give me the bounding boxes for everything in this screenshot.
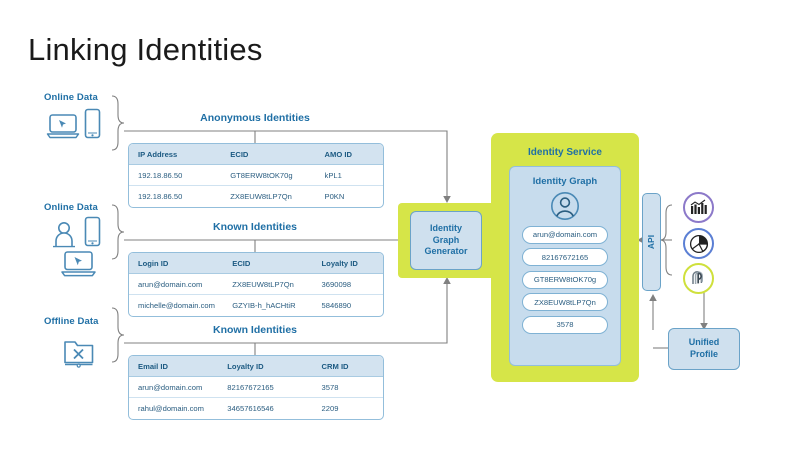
column-header: IP Address <box>138 149 178 159</box>
table-cell: michelle@domain.com <box>138 301 215 310</box>
identity-graph-generator-box: Identity Graph Generator <box>410 211 482 270</box>
table-row: arun@domain.com 82167672165 3578 <box>129 377 383 398</box>
api-label: API <box>646 234 657 250</box>
column-header: Loyalty ID <box>321 258 358 268</box>
source-group-1: Online Data <box>44 92 98 103</box>
column-header: ECID <box>230 149 249 159</box>
table-cell: 3578 <box>321 382 339 392</box>
identity-pill: ZX8EUW8tLP7Qn <box>522 293 608 311</box>
table-caption-2: Known Identities <box>213 221 297 233</box>
table-row: arun@domain.com ZX8EUW8tLP7Qn 3690098 <box>129 274 383 295</box>
identity-pill: GT8ERW8tOK70g <box>522 270 608 289</box>
smartphone-icon <box>84 216 101 247</box>
unified-profile-line-2: Profile <box>689 349 718 359</box>
user-avatar-icon <box>510 191 620 221</box>
laptop-icon <box>46 112 80 140</box>
table-caption-1: Anonymous Identities <box>200 112 310 124</box>
source-group-3: Offline Data <box>44 316 99 327</box>
table-cell: ZX8EUW8tLP7Qn <box>232 279 294 289</box>
source-label-1: Online Data <box>44 92 98 103</box>
table-cell: 5846890 <box>321 301 352 310</box>
table-cell: arun@domain.com <box>138 382 203 392</box>
api-box: API <box>642 193 661 291</box>
table-cell: 3690098 <box>321 279 352 289</box>
table-row: 192.18.86.50 ZX8EUW8tLP7Qn P0KN <box>129 186 383 207</box>
identity-graph-card: Identity Graph arun@domain.com 821676721… <box>509 166 621 366</box>
identity-pill: 3578 <box>522 315 608 334</box>
arrowhead-generator-top <box>443 196 451 203</box>
unified-profile-box: Unified Profile <box>668 328 740 370</box>
table-cell: kPL1 <box>324 170 342 180</box>
table-cell: 192.18.86.50 <box>138 192 183 201</box>
identity-service-title: Identity Service <box>528 147 602 158</box>
pie-chart-icon <box>683 228 714 259</box>
unified-profile-line-1: Unified <box>688 337 720 348</box>
arrowhead-api-bottom <box>649 294 657 301</box>
table-row: 192.18.86.50 GT8ERW8tOK70g kPL1 <box>129 165 383 186</box>
table-cell: 192.18.86.50 <box>138 170 183 180</box>
table-row: michelle@domain.com GZYIB-h_hACHtiR 5846… <box>129 295 383 316</box>
generator-line-3: Generator <box>424 246 468 257</box>
table-cell: 34657616546 <box>227 404 274 413</box>
identity-graph-title: Identity Graph <box>532 176 598 187</box>
column-header: CRM ID <box>321 361 349 371</box>
table-row: rahul@domain.com 34657616546 2209 <box>129 398 383 419</box>
arrowhead-generator-bottom <box>443 277 451 284</box>
column-header: Email ID <box>138 361 168 371</box>
adobe-app-icon <box>683 263 714 294</box>
table-header-row: Login ID ECID Loyalty ID <box>129 253 383 274</box>
table-known-identities-email: Email ID Loyalty ID CRM ID arun@domain.c… <box>128 355 384 420</box>
column-header: ECID <box>232 258 251 268</box>
generator-line-2: Graph <box>432 234 460 245</box>
generator-line-1: Identity <box>429 223 462 234</box>
table-known-identities-login: Login ID ECID Loyalty ID arun@domain.com… <box>128 252 384 317</box>
table-cell: GZYIB-h_hACHtiR <box>232 301 296 310</box>
table-header-row: Email ID Loyalty ID CRM ID <box>129 356 383 377</box>
column-header: Login ID <box>138 258 169 268</box>
file-x-icon <box>62 338 96 368</box>
table-cell: 82167672165 <box>227 382 274 392</box>
table-cell: ZX8EUW8tLP7Qn <box>230 192 292 201</box>
identity-pill: arun@domain.com <box>522 225 608 244</box>
table-cell: P0KN <box>324 192 345 201</box>
identity-pill: 82167672165 <box>522 248 608 266</box>
source-group-2: Online Data <box>44 202 98 213</box>
table-anonymous-identities: IP Address ECID AMO ID 192.18.86.50 GT8E… <box>128 143 384 208</box>
column-header: AMO ID <box>324 149 352 159</box>
identity-service-panel: Identity Service Identity Graph arun@dom… <box>491 133 639 382</box>
source-label-3: Offline Data <box>44 316 99 327</box>
person-icon <box>51 221 77 249</box>
table-caption-3: Known Identities <box>213 324 297 336</box>
column-header: Loyalty ID <box>227 361 264 371</box>
table-cell: GT8ERW8tOK70g <box>230 170 293 180</box>
source-label-2: Online Data <box>44 202 98 213</box>
table-header-row: IP Address ECID AMO ID <box>129 144 383 165</box>
table-cell: rahul@domain.com <box>138 404 204 413</box>
laptop-icon <box>60 249 96 278</box>
table-cell: arun@domain.com <box>138 279 203 289</box>
table-cell: 2209 <box>321 404 339 413</box>
bar-chart-icon <box>683 192 714 223</box>
page-title: Linking Identities <box>28 32 263 67</box>
smartphone-icon <box>84 108 101 139</box>
